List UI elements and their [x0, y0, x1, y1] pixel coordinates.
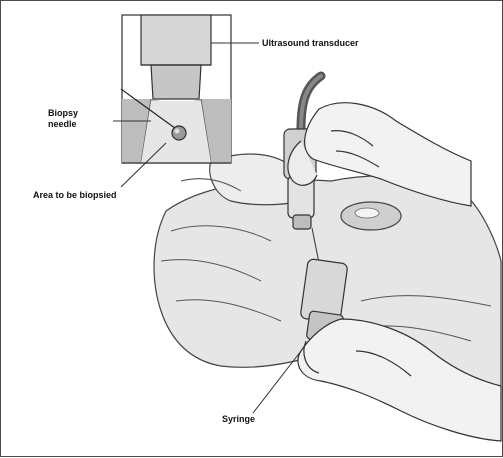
- transducer-label: Ultrasound transducer: [262, 38, 359, 49]
- needle-label: Biopsy needle: [48, 108, 78, 130]
- syringe-label: Syringe: [222, 414, 255, 425]
- lesion: [172, 126, 186, 140]
- inset-panel: [121, 15, 231, 163]
- area-label: Area to be biopsied: [33, 190, 117, 201]
